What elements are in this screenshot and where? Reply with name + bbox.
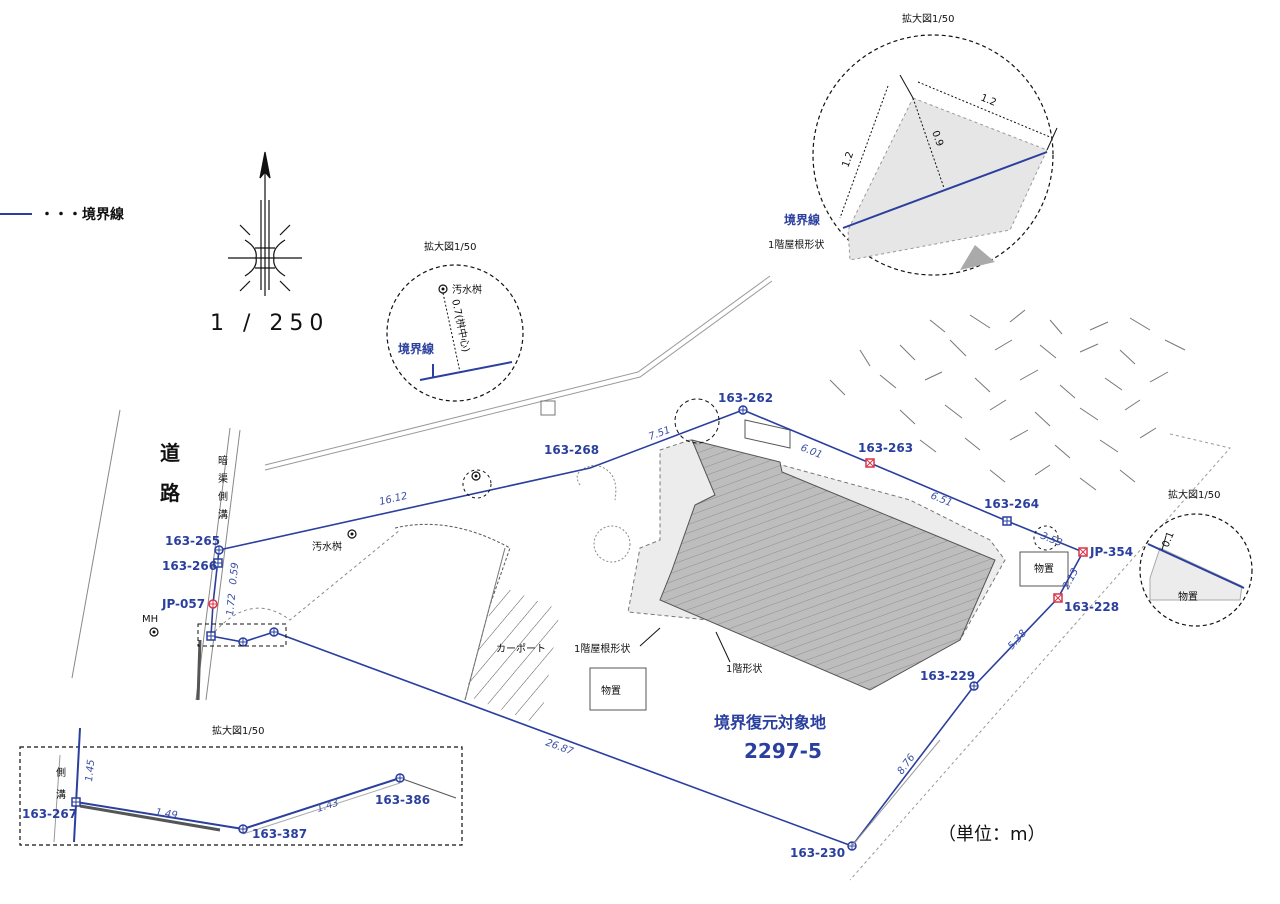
road [71, 409, 241, 701]
adjacent-line-2 [851, 739, 941, 847]
target-label: 境界復元対象地 [714, 713, 826, 732]
inset-road-label-387: 163-387 [252, 827, 307, 841]
carport-label: カーポート [496, 643, 546, 655]
inset-corner [812, 34, 1058, 276]
inset-corner-dim-mid: 0.9 [929, 129, 945, 148]
inset-road-dim-vert: 1.45 [84, 759, 97, 782]
adjacent-line [849, 433, 1231, 881]
carport [394, 523, 560, 725]
unit-label: （単位：m） [938, 824, 1046, 845]
building [627, 419, 1006, 691]
label-163-262: 163-262 [718, 391, 773, 405]
gutter-label-2: 渠 [218, 473, 228, 485]
scale-label: 1 / 250 [210, 311, 329, 336]
dim-0-59: 0.59 [228, 562, 241, 585]
road-label-1: 道 [160, 441, 180, 465]
marker-163-264 [1002, 516, 1012, 526]
label-jp-057: JP-057 [161, 597, 205, 611]
north-arrow-icon [228, 151, 302, 296]
inset-corner-roof: 1階屋根形状 [768, 238, 824, 251]
label-163-263: 163-263 [858, 441, 913, 455]
shed-label-2: 物置 [1034, 562, 1054, 575]
manhole-label: MH [142, 614, 158, 625]
sewer-icon [471, 471, 481, 481]
marker-163-228 [1053, 593, 1063, 603]
marker-163-387 [238, 637, 248, 647]
inset-corner-scale: 拡大図1/50 [902, 12, 954, 25]
gutter-label-3: 側 [218, 490, 228, 503]
inset-corner-dim-left: 1.2 [840, 150, 856, 169]
dim-16-12: 16.12 [378, 491, 408, 508]
shed-box-1 [589, 667, 647, 711]
legend-label: ・・・境界線 [40, 206, 124, 223]
detail-box-marker [197, 623, 287, 647]
dim-1-72: 1.72 [225, 593, 238, 616]
inset-sewer-boundary: 境界線 [398, 341, 434, 356]
label-163-264: 163-264 [984, 497, 1039, 511]
marker-163-262 [738, 405, 748, 415]
marker-163-267 [206, 631, 216, 641]
marker-163-386 [269, 627, 279, 637]
inset-road-scale: 拡大図1/50 [212, 724, 264, 737]
road-label-2: 路 [160, 481, 181, 505]
gutter-label-4: 溝 [218, 508, 228, 521]
trees-area [829, 309, 1186, 491]
label-jp-354: JP-354 [1089, 545, 1133, 559]
label-163-228: 163-228 [1064, 600, 1119, 614]
inset-road-gutter-2: 溝 [56, 788, 66, 801]
marker-163-229 [969, 681, 979, 691]
inset-marker-163-386 [395, 773, 405, 783]
detail-circle-sewer [462, 469, 492, 499]
shrub-arc [576, 464, 617, 501]
floor-label: 1階形状 [726, 662, 762, 675]
dim-6-51: 6.51 [929, 491, 954, 510]
label-163-230: 163-230 [790, 846, 845, 860]
sewer-icon-2 [347, 529, 357, 539]
inset-road-label-267: 163-267 [22, 807, 77, 821]
manhole-icon [149, 627, 159, 637]
inset-road-label-386: 163-386 [375, 793, 430, 807]
marker-163-263 [865, 458, 875, 468]
inset-corner-boundary: 境界線 [784, 212, 820, 227]
dim-7-51: 7.51 [647, 425, 672, 443]
dim-6-01: 6.01 [799, 443, 824, 462]
roof-label: 1階屋根形状 [574, 642, 630, 655]
inset-sewer [386, 264, 524, 402]
inset-sewer-label: 汚水桝 [452, 283, 482, 296]
shrub-circle [593, 525, 631, 563]
roof-leader [639, 627, 661, 647]
floor-leader [715, 631, 731, 663]
marker-jp-057 [208, 599, 218, 609]
gutter-label-1: 暗 [218, 454, 228, 467]
dim-3-53: 3.53 [1039, 531, 1064, 550]
inset-marker-163-267 [71, 797, 81, 807]
sewer-label: 汚水桝 [312, 540, 342, 553]
label-163-268: 163-268 [544, 443, 599, 457]
shed-box-2 [1019, 551, 1069, 587]
inset-shed [1139, 513, 1253, 627]
road-edge [210, 529, 401, 637]
detail-circle-shed [1033, 525, 1059, 551]
shed-label-1: 物置 [601, 684, 621, 697]
inset-road-dim-a: 1.49 [155, 807, 179, 821]
inset-shed-label: 物置 [1178, 590, 1198, 603]
marker-jp-354 [1078, 547, 1088, 557]
detail-circle-262 [674, 398, 720, 444]
label-163-266: 163-266 [162, 559, 217, 573]
inset-marker-163-387 [238, 824, 248, 834]
label-163-265: 163-265 [165, 534, 220, 548]
inset-shed-scale: 拡大図1/50 [1168, 488, 1220, 501]
target-lot: 2297-5 [744, 739, 822, 763]
label-163-229: 163-229 [920, 669, 975, 683]
inset-road-gutter-1: 側 [56, 766, 66, 779]
dim-26-87: 26.87 [544, 737, 575, 757]
inset-sewer-scale: 拡大図1/50 [424, 240, 476, 253]
fence [264, 275, 773, 471]
legend: ・・・境界線 [0, 206, 124, 223]
